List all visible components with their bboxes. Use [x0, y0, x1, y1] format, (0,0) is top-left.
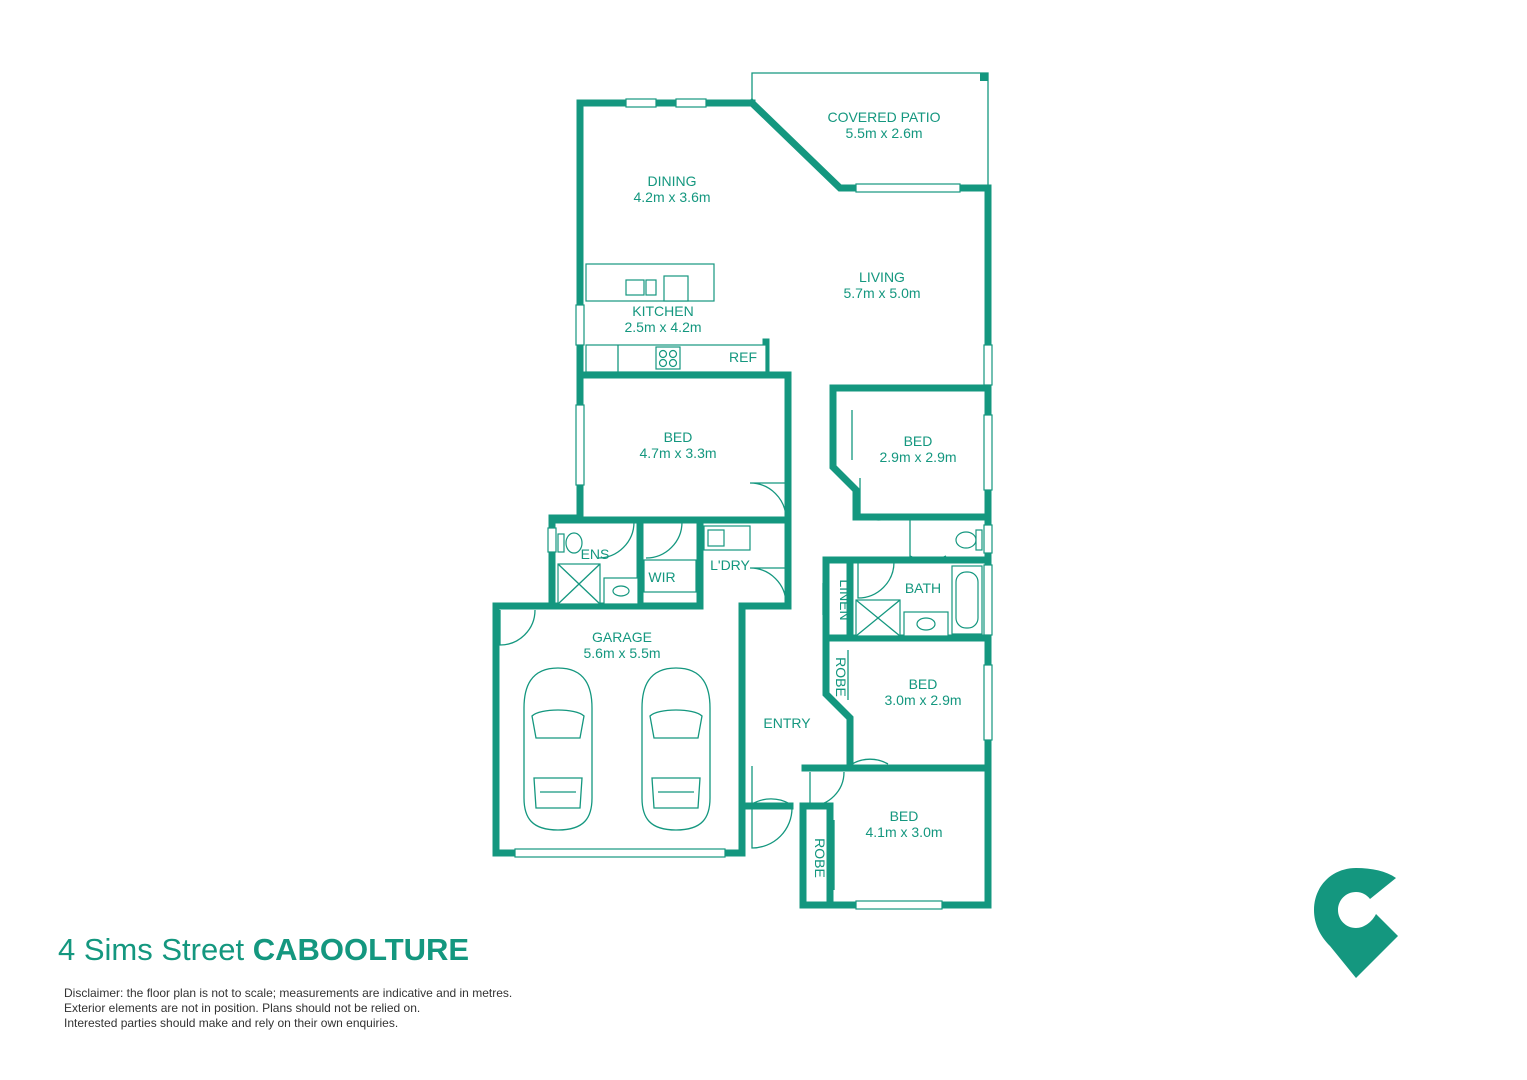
bathroom-fixtures	[557, 525, 983, 637]
address-street: 4 Sims Street	[58, 932, 245, 967]
map-pin-c-logo-icon	[1314, 868, 1398, 978]
linen-label: LINEN	[837, 579, 853, 620]
bed-2-size: 2.9m x 2.9m	[879, 449, 956, 465]
car-left	[523, 667, 593, 831]
windows	[514, 98, 993, 910]
living-size: 5.7m x 5.0m	[843, 285, 920, 301]
walls	[492, 98, 992, 909]
bed-main-size: 4.7m x 3.3m	[639, 445, 716, 461]
bath-label: BATH	[905, 580, 941, 596]
door-swings	[499, 478, 947, 849]
living-name: LIVING	[859, 269, 905, 285]
bed-main-name: BED	[664, 429, 693, 445]
disclaimer-line-3: Interested parties should make and rely …	[64, 1016, 399, 1030]
disclaimer: Disclaimer: the floor plan is not to sca…	[64, 986, 512, 1031]
bed-2-name: BED	[904, 433, 933, 449]
kitchen-fixtures	[585, 263, 767, 373]
dining-size: 4.2m x 3.6m	[633, 189, 710, 205]
garage-name: GARAGE	[592, 629, 652, 645]
bed-3-name: BED	[909, 676, 938, 692]
entry-label: ENTRY	[763, 715, 811, 731]
garage-size: 5.6m x 5.5m	[583, 645, 660, 661]
robe-linen-shelving	[822, 410, 853, 890]
kitchen-name: KITCHEN	[632, 303, 693, 319]
covered-patio-size: 5.5m x 2.6m	[845, 125, 922, 141]
robe-2-label: ROBE	[812, 838, 828, 878]
ens-label: ENS	[581, 546, 610, 562]
bed-4-name: BED	[890, 808, 919, 824]
property-address: 4 Sims Street CABOOLTURE	[58, 932, 469, 968]
dining-name: DINING	[648, 173, 697, 189]
wir-label: WIR	[648, 569, 675, 585]
covered-patio-outline	[751, 72, 989, 185]
bed-4-size: 4.1m x 3.0m	[865, 824, 942, 840]
garage-cars	[523, 667, 711, 831]
disclaimer-line-2: Exterior elements are not in position. P…	[64, 1001, 421, 1015]
address-suburb: CABOOLTURE	[252, 932, 470, 967]
bed-3-size: 3.0m x 2.9m	[884, 692, 961, 708]
kitchen-size: 2.5m x 4.2m	[624, 319, 701, 335]
robe-1-label: ROBE	[833, 657, 849, 697]
covered-patio-name: COVERED PATIO	[827, 109, 940, 125]
disclaimer-line-1: Disclaimer: the floor plan is not to sca…	[64, 986, 513, 1000]
ref-label: REF	[729, 349, 757, 365]
laundry-label: L'DRY	[710, 557, 750, 573]
car-right	[641, 667, 711, 831]
room-labels: COVERED PATIO 5.5m x 2.6m DINING 4.2m x …	[581, 109, 962, 878]
